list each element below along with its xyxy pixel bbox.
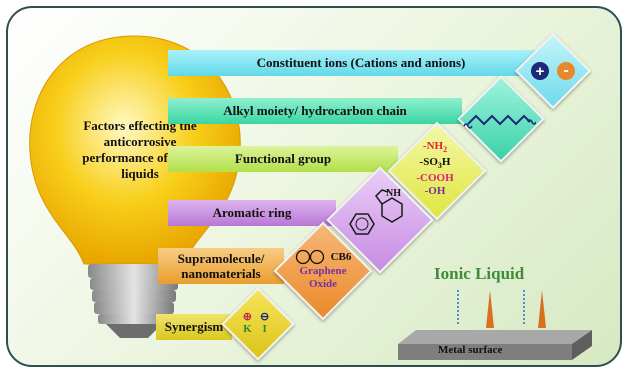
k-label: K xyxy=(243,323,252,335)
bar-aromatic-ring: Aromatic ring xyxy=(168,200,336,226)
cucurbituril-icon xyxy=(295,249,324,265)
functional-group-list: -NH2 -SO3H -COOH -OH xyxy=(404,139,466,199)
bar-label: Constituent ions (Cations and anions) xyxy=(256,55,466,70)
cb6-label: CB6 xyxy=(330,251,352,263)
supra-group: CB6 Graphene Oxide xyxy=(284,238,362,302)
cation-icon: + xyxy=(531,62,549,80)
bar-constituent-ions: Constituent ions (Cations and anions) xyxy=(168,50,554,76)
bar-alkyl-moiety: Alkyl moiety/ hydrocarbon chain xyxy=(168,98,462,124)
i-label: I xyxy=(262,323,267,335)
bar-functional-group: Functional group xyxy=(168,146,398,172)
synergism-group: ⊕ K ⊖ I xyxy=(226,304,286,342)
aromatic-ring-icon: NH xyxy=(349,188,403,235)
bar-synergism: Synergism xyxy=(156,314,232,340)
diagram-frame: Factors effecting the anticorrosive perf… xyxy=(6,6,622,367)
svg-text:+: + xyxy=(536,63,545,80)
bar-label: Aromatic ring xyxy=(212,205,292,220)
fg-oh: -OH xyxy=(424,185,446,198)
fg-cooh: -COOH xyxy=(416,172,454,185)
bar-label: Alkyl moiety/ hydrocarbon chain xyxy=(223,103,407,118)
k-sign: ⊕ xyxy=(242,311,252,323)
metal-surface-illustration xyxy=(398,290,592,360)
bar-label-line2: nanomaterials xyxy=(181,266,261,281)
bar-label: Synergism xyxy=(164,319,224,334)
svg-text:NH: NH xyxy=(386,188,401,199)
bar-label: Functional group xyxy=(234,151,332,166)
ions-group: + - xyxy=(526,56,580,86)
bar-supramolecule: Supramolecule/ nanomaterials xyxy=(158,248,284,284)
graphene-label: Graphene xyxy=(299,265,347,277)
alkyl-chain-icon xyxy=(463,114,536,129)
bar-label-line1: Supramolecule/ xyxy=(177,251,265,266)
ionic-liquid-title: Ionic Liquid xyxy=(434,264,525,283)
svg-text:-: - xyxy=(563,62,568,79)
metal-surface-label: Metal surface xyxy=(438,344,503,356)
anion-icon: - xyxy=(557,62,575,80)
fg-so3h: -SO3H xyxy=(419,156,451,171)
fg-nh2: -NH2 xyxy=(422,139,448,154)
i-sign: ⊖ xyxy=(260,311,270,323)
oxide-label: Oxide xyxy=(308,278,338,290)
